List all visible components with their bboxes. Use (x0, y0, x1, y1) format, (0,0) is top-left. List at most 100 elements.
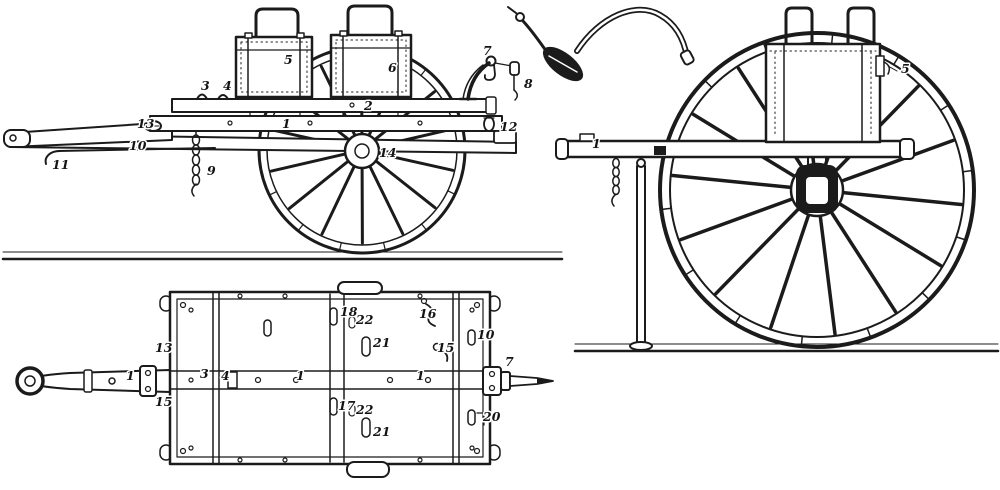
side-upper-rail-endcap (485, 96, 497, 115)
wheel-spoke (840, 190, 964, 207)
wheel-spoke (377, 152, 455, 172)
end-ammo-box (764, 6, 898, 144)
part-label-15: 15 (155, 394, 172, 409)
part-label-20: 20 (482, 409, 501, 424)
part-label-14: 14 (379, 145, 396, 160)
wheel-spoke (678, 196, 796, 242)
wheel-spoke (800, 335, 804, 347)
side-main-rail (149, 115, 503, 132)
plan-hook-15 (432, 342, 449, 362)
wheel-spoke (892, 55, 900, 66)
tube-core (575, 8, 689, 59)
box-rivet-border (240, 41, 308, 93)
side-shackle-12 (483, 116, 495, 132)
end-chain-hook (611, 193, 617, 207)
wheel-spoke (703, 79, 713, 89)
wheel-spoke (373, 159, 437, 210)
side-rail-step (493, 130, 517, 144)
part-label-22: 22 (355, 402, 374, 417)
tube-outer (574, 6, 690, 60)
plan-bar-bracket (227, 371, 238, 389)
wheel-spoke (421, 223, 428, 231)
box-handle (254, 7, 300, 39)
box-body (764, 42, 882, 144)
side-ammo-box-left (234, 7, 314, 99)
side-chain (191, 130, 201, 197)
end-wheel-tyre (658, 31, 976, 349)
part-label-1: 1 (296, 368, 305, 383)
wheel-spoke (830, 33, 834, 45)
part-label-5: 5 (284, 52, 293, 67)
side-chain-hook (191, 183, 197, 197)
wheel-spoke (818, 213, 837, 336)
crane-hook (483, 64, 496, 81)
side-staple-3 (196, 93, 208, 100)
part-label-10: 10 (477, 327, 495, 342)
plan-hook-16 (420, 297, 436, 327)
wheel-spoke (734, 314, 742, 325)
box-handle (784, 6, 814, 46)
wheel-spoke (866, 327, 872, 339)
wheel-spoke (660, 207, 672, 211)
part-label-18: 18 (340, 304, 358, 319)
side-crane (458, 55, 513, 101)
side-ammo-box-right (329, 4, 413, 99)
plan-top-handle (337, 281, 383, 295)
part-label-13: 13 (137, 116, 155, 131)
part-label-16: 16 (419, 306, 437, 321)
side-pole-cap (3, 129, 31, 148)
part-label-12: 12 (500, 119, 518, 134)
part-label-7: 7 (505, 354, 514, 369)
part-label-11: 11 (52, 157, 69, 172)
plan-lunette-ring (15, 366, 45, 396)
wheel-spoke (382, 241, 386, 251)
wheel-spoke (268, 191, 278, 196)
part-label-1: 1 (126, 368, 135, 383)
side-staple-4 (217, 94, 229, 100)
wheel-spoke (684, 268, 695, 276)
part-label-4: 4 (221, 368, 230, 383)
end-axle-rail (560, 139, 910, 159)
wheel-spoke (670, 173, 794, 190)
wheel-spoke (838, 138, 956, 184)
plan-slot-holes (263, 307, 476, 438)
side-tackle-block (509, 61, 520, 101)
part-label-3: 3 (201, 78, 210, 93)
box-side-bracket (875, 55, 898, 77)
wheel-spoke (269, 152, 347, 173)
end-axle-right-cap (899, 138, 915, 160)
side-prop-hook (44, 150, 61, 165)
spike-tip (537, 378, 553, 384)
hub-clamp-window (806, 177, 828, 204)
part-label-8: 8 (524, 76, 533, 91)
side-rail-bolts (227, 102, 423, 126)
part-label-21: 21 (372, 424, 390, 439)
wheel-spoke (713, 206, 802, 296)
tube-eye (515, 12, 525, 22)
wheel-spoke (769, 211, 811, 330)
tackle-hook (513, 89, 518, 101)
part-label-10: 10 (129, 138, 147, 153)
wheel-spoke (338, 242, 342, 252)
wheel-spoke (420, 68, 427, 77)
wheel-spoke (836, 201, 943, 268)
side-upper-rail (171, 98, 491, 113)
wheel-spoke (955, 236, 967, 241)
side-prop-rod (57, 147, 216, 152)
part-label-4: 4 (223, 78, 232, 93)
wheel-spoke (447, 190, 456, 195)
part-label-1: 1 (282, 116, 291, 131)
wheel-spoke (297, 223, 304, 232)
end-view: 51 (507, 6, 1000, 353)
crane-pulley (485, 55, 497, 67)
plan-pole-plate (139, 365, 157, 397)
side-shackle (144, 120, 162, 132)
part-label-13: 13 (155, 340, 173, 355)
plan-center-bar (169, 370, 491, 390)
wheel-spoke (288, 159, 351, 210)
